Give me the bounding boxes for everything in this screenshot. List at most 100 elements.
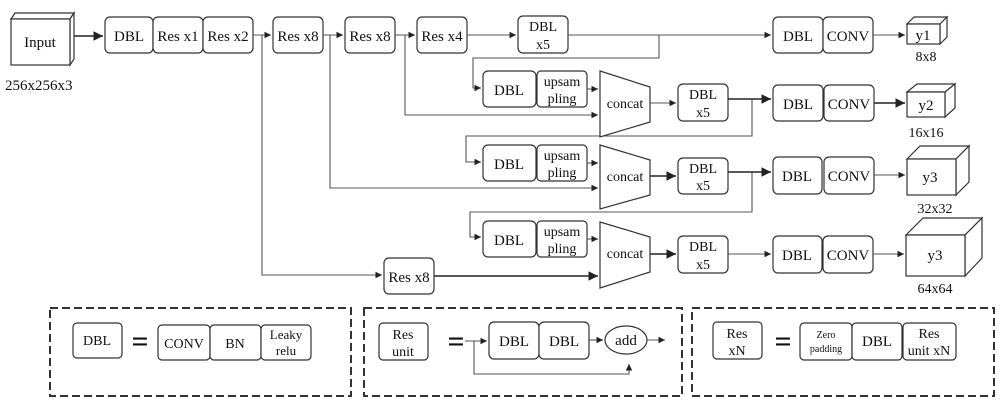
skip-line: [404, 35, 598, 119]
head-2: DBL CONV y2 16x16: [772, 82, 957, 141]
route-line: [465, 99, 753, 166]
svg-text:y3: y3: [928, 248, 943, 264]
backbone-res-x1-block: Res x1: [152, 16, 204, 54]
svg-text:Res: Res: [727, 327, 748, 342]
svg-text:upsam: upsam: [544, 149, 581, 164]
svg-text:Zero: Zero: [817, 330, 836, 341]
svg-text:CONV: CONV: [827, 29, 870, 45]
svg-text:y3: y3: [923, 170, 938, 186]
svg-text:DBL: DBL: [494, 83, 524, 99]
svg-text:CONV: CONV: [164, 337, 204, 352]
input-cube: Input: [9, 11, 76, 67]
svg-text:DBL: DBL: [689, 240, 717, 255]
branch-3-dbl-block: DBL: [482, 220, 537, 258]
route-line: [472, 35, 660, 92]
svg-text:=: =: [774, 325, 791, 358]
svg-text:Res x8: Res x8: [388, 270, 429, 286]
svg-text:Res x8: Res x8: [277, 29, 318, 45]
svg-text:relu: relu: [276, 343, 297, 358]
input-label: Input: [24, 35, 56, 51]
svg-text:Res: Res: [393, 328, 414, 343]
svg-text:DBL: DBL: [499, 334, 529, 350]
branch-2-dbl-block: DBL: [482, 144, 537, 182]
legend-res-unit: Res unit = DBL DBL add: [363, 307, 683, 397]
backbone-res-x8-block-2: Res x8: [344, 16, 396, 54]
svg-text:DBL: DBL: [689, 88, 717, 103]
backbone-dbl-block: DBL: [104, 16, 154, 54]
svg-text:pling: pling: [548, 166, 577, 181]
svg-text:DBL: DBL: [783, 29, 813, 45]
svg-text:DBL: DBL: [782, 169, 812, 185]
svg-text:DBL: DBL: [549, 334, 579, 350]
svg-text:unit xN: unit xN: [908, 344, 950, 359]
svg-text:DBL: DBL: [494, 233, 524, 249]
svg-text:DBL: DBL: [114, 29, 144, 45]
svg-text:pling: pling: [548, 92, 577, 107]
legend-res-xn: Res xN = Zero padding DBL Res unit xN: [691, 307, 995, 397]
svg-text:DBL: DBL: [783, 97, 813, 113]
head-3-dbl-block: [772, 156, 823, 195]
svg-text:pling: pling: [548, 242, 577, 257]
skip-line: [329, 35, 598, 192]
svg-text:DBL: DBL: [862, 334, 892, 350]
svg-text:64x64: 64x64: [918, 282, 953, 297]
head-3: DBL CONV y3 32x32: [772, 144, 971, 217]
skip-line: [261, 35, 382, 279]
svg-text:upsam: upsam: [544, 75, 581, 90]
svg-text:x5: x5: [696, 179, 710, 194]
svg-text:padding: padding: [810, 344, 842, 355]
svg-text:concat: concat: [607, 247, 644, 262]
svg-text:32x32: 32x32: [918, 202, 953, 217]
backbone-res-x8-block-1: Res x8: [272, 16, 324, 54]
backbone-dbl-x5-block: DBL x5: [517, 15, 569, 54]
svg-text:DBL: DBL: [83, 334, 111, 349]
svg-text:Res x2: Res x2: [207, 29, 248, 45]
svg-text:x5: x5: [536, 38, 550, 53]
svg-text:xN: xN: [728, 344, 745, 359]
svg-text:x5: x5: [696, 106, 710, 121]
svg-text:CONV: CONV: [828, 169, 871, 185]
svg-text:Leaky: Leaky: [270, 327, 303, 342]
svg-text:unit: unit: [392, 345, 414, 360]
svg-text:DBL: DBL: [689, 162, 717, 177]
svg-text:16x16: 16x16: [909, 126, 944, 141]
svg-text:concat: concat: [607, 97, 644, 112]
branch-1-dbl-x5-block: DBL x5: [677, 83, 729, 122]
legend-dbl: DBL = CONV BN Leaky relu: [49, 307, 352, 397]
svg-text:DBL: DBL: [782, 248, 812, 264]
branch-1-concat-block: concat: [599, 70, 651, 138]
svg-text:add: add: [615, 333, 637, 349]
head-1: DBL CONV y1 8x8: [772, 15, 949, 65]
svg-text:=: =: [131, 325, 148, 358]
head-4: DBL CONV y3 64x64: [772, 216, 984, 297]
svg-text:CONV: CONV: [827, 248, 870, 264]
route-line: [469, 172, 753, 241]
svg-text:8x8: 8x8: [916, 50, 937, 65]
svg-text:Res: Res: [919, 327, 940, 342]
branch-1-dbl-block: DBL: [482, 70, 537, 108]
svg-text:Res x1: Res x1: [157, 29, 198, 45]
branch-3-upsampling-block: upsam pling: [536, 220, 588, 258]
extra-res-x8-block: Res x8: [383, 257, 435, 295]
svg-text:DBL: DBL: [529, 20, 557, 35]
input-size-label: 256x256x3: [5, 78, 73, 94]
svg-text:Res x4: Res x4: [421, 29, 463, 45]
branch-1-upsampling-block: upsam pling: [536, 70, 588, 108]
svg-text:y2: y2: [919, 98, 934, 114]
svg-text:DBL: DBL: [494, 157, 524, 173]
svg-text:y1: y1: [916, 28, 931, 44]
svg-text:concat: concat: [607, 170, 644, 185]
branch-2-dbl-x5-block: DBL x5: [677, 157, 729, 195]
backbone-res-x4-block: Res x4: [416, 16, 468, 54]
svg-text:Res x8: Res x8: [349, 29, 390, 45]
branch-3-concat-block: concat: [599, 221, 651, 289]
head-2-dbl-block: [772, 84, 824, 122]
svg-text:x5: x5: [696, 258, 710, 273]
branch-2-upsampling-block: upsam pling: [536, 144, 588, 182]
svg-text:=: =: [447, 325, 464, 358]
branch-3-dbl-x5-block: DBL x5: [677, 235, 729, 274]
svg-text:BN: BN: [225, 337, 244, 352]
svg-text:CONV: CONV: [828, 97, 871, 113]
svg-text:upsam: upsam: [544, 225, 581, 240]
